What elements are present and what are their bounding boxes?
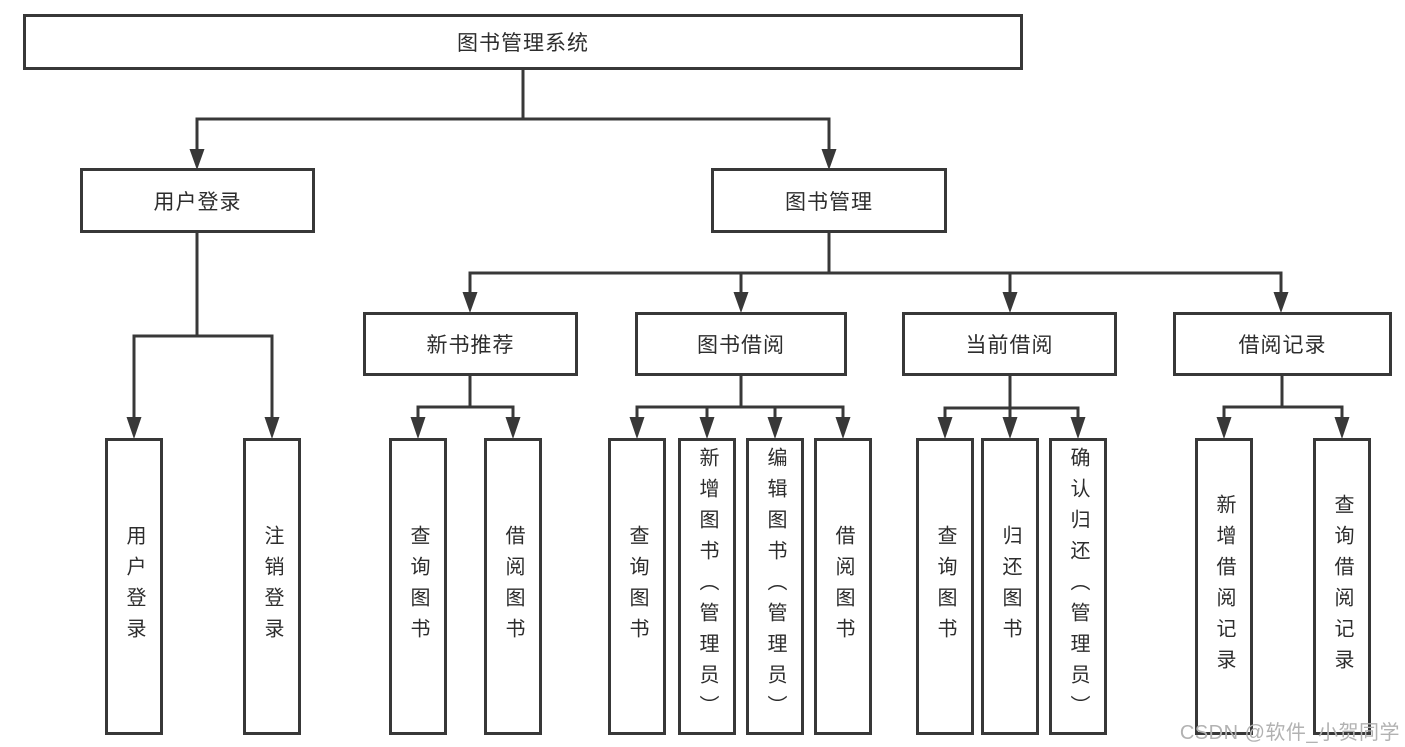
leaf-borrow-books-recommend-label: 借阅图书 (502, 524, 524, 649)
node-borrow-records: 借阅记录 (1173, 312, 1392, 376)
leaf-query-books-recommend: 查询图书 (389, 438, 447, 735)
node-root-label: 图书管理系统 (457, 32, 589, 55)
leaf-logout-label: 注销登录 (261, 524, 283, 649)
node-book-management: 图书管理 (711, 168, 947, 233)
leaf-add-book-admin: 新增图书（管理员） (678, 438, 736, 735)
node-current-borrow-label: 当前借阅 (965, 334, 1054, 357)
node-book-borrow: 图书借阅 (635, 312, 847, 376)
leaf-add-borrow-record-label: 新增借阅记录 (1213, 493, 1235, 680)
leaf-edit-book-admin: 编辑图书（管理员） (746, 438, 804, 735)
leaf-add-book-admin-label: 新增图书（管理员） (696, 447, 718, 726)
arrowhead-icons (126, 149, 1350, 439)
node-borrow-records-label: 借阅记录 (1238, 334, 1327, 357)
node-new-book-recommend: 新书推荐 (363, 312, 578, 376)
leaf-query-books-recommend-label: 查询图书 (407, 524, 429, 649)
node-user-login: 用户登录 (80, 168, 315, 233)
leaf-query-borrow-record-label: 查询借阅记录 (1331, 493, 1353, 680)
leaf-logout: 注销登录 (243, 438, 301, 735)
leaf-edit-book-admin-label: 编辑图书（管理员） (764, 447, 786, 726)
leaf-borrow-books-borrow: 借阅图书 (814, 438, 872, 735)
leaf-confirm-return-admin-label: 确认归还（管理员） (1067, 447, 1089, 726)
node-book-borrow-label: 图书借阅 (697, 334, 785, 357)
leaf-query-borrow-record: 查询借阅记录 (1313, 438, 1371, 735)
node-current-borrow: 当前借阅 (902, 312, 1117, 376)
leaf-query-books-current: 查询图书 (916, 438, 974, 735)
leaf-borrow-books-borrow-label: 借阅图书 (832, 524, 854, 649)
leaf-query-books-borrow-label: 查询图书 (626, 524, 648, 649)
leaf-user-login-label: 用户登录 (123, 524, 145, 649)
leaf-user-login: 用户登录 (105, 438, 163, 735)
node-root: 图书管理系统 (23, 14, 1023, 70)
node-new-book-recommend-label: 新书推荐 (426, 334, 515, 357)
leaf-return-book-label: 归还图书 (999, 524, 1021, 649)
connector-lines (132, 40, 1344, 418)
watermark: CSDN @软件_小贺同学 (1179, 722, 1400, 744)
leaf-return-book: 归还图书 (981, 438, 1039, 735)
leaf-borrow-books-recommend: 借阅图书 (484, 438, 542, 735)
leaf-query-books-borrow: 查询图书 (608, 438, 666, 735)
leaf-add-borrow-record: 新增借阅记录 (1195, 438, 1253, 735)
node-user-login-label: 用户登录 (153, 190, 242, 214)
leaf-query-books-current-label: 查询图书 (934, 524, 956, 649)
leaf-confirm-return-admin: 确认归还（管理员） (1049, 438, 1107, 735)
node-book-management-label: 图书管理 (785, 190, 873, 214)
